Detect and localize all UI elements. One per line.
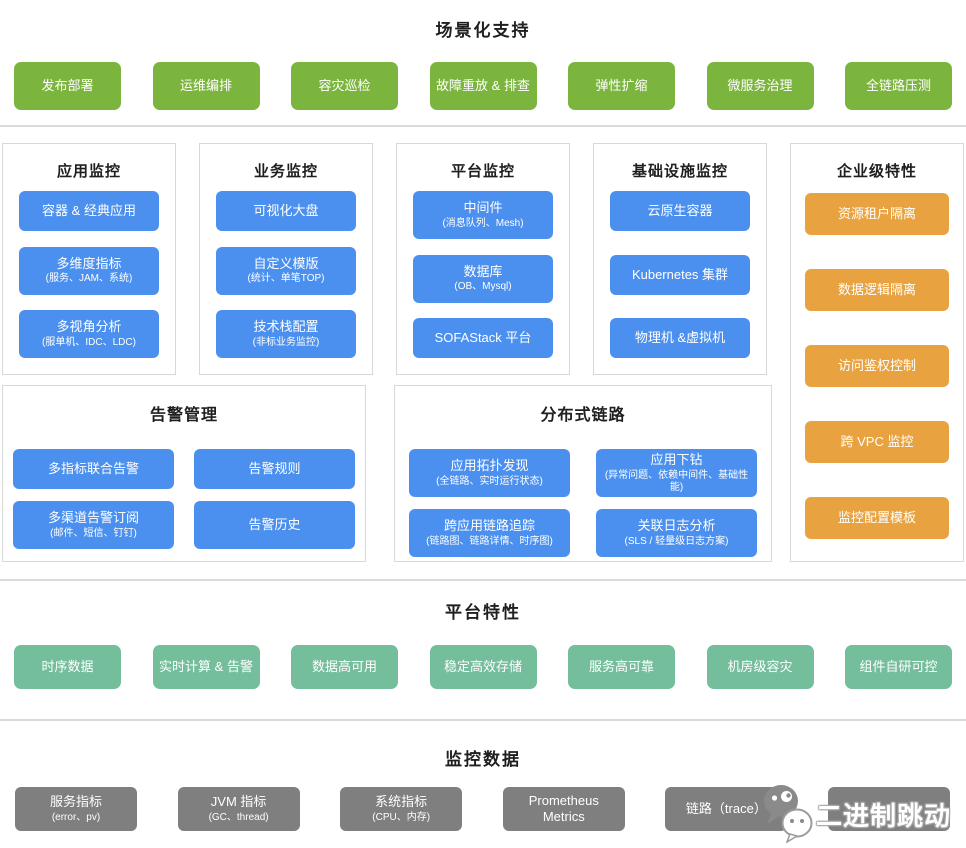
panel-title: 企业级特性 — [836, 163, 917, 180]
wechat-icon — [760, 781, 818, 848]
infra-monitoring-panel: 基础设施监控 云原生容器 Kubernetes 集群 物理机 &虚拟机 — [593, 143, 767, 375]
panel-body: 云原生容器 Kubernetes 集群 物理机 &虚拟机 — [610, 191, 750, 358]
monitor-node: 数据库(OB、Mysql) — [413, 254, 553, 303]
data-node: JVM 指标(GC、thread) — [177, 787, 300, 831]
enterprise-node: 资源租户隔离 — [805, 193, 949, 235]
enterprise-node: 访问鉴权控制 — [805, 345, 949, 387]
monitor-node: Kubernetes 集群 — [610, 254, 750, 295]
divider — [0, 579, 966, 581]
data-row: 服务指标(error、pv) JVM 指标(GC、thread) 系统指标(CP… — [15, 787, 950, 831]
panel-body: 中间件(消息队列、Mesh) 数据库(OB、Mysql) SOFAStack 平… — [413, 191, 553, 358]
alert-node: 多指标联合告警 — [13, 449, 174, 489]
platform-node: 时序数据 — [14, 645, 121, 689]
panel-title: 分布式链路 — [540, 407, 626, 424]
panel-body: 容器 & 经典应用 多维度指标(服务、JAM、系统) 多视角分析(服单机、IDC… — [19, 191, 159, 358]
panel-title: 应用监控 — [56, 163, 121, 180]
alert-node: 多渠道告警订阅(邮件、短信、钉钉) — [13, 501, 174, 549]
scenario-node: 容灾巡检 — [291, 62, 398, 110]
monitor-node: 物理机 &虚拟机 — [610, 318, 750, 358]
scenario-section-title: 场景化支持 — [435, 21, 531, 40]
monitor-node: 自定义模版(统计、单笔TOP) — [216, 246, 356, 295]
monitor-node: 中间件(消息队列、Mesh) — [413, 191, 553, 239]
data-node: 服务指标(error、pv) — [15, 787, 137, 831]
trace-node: 关联日志分析(SLS / 轻量级日志方案) — [596, 509, 757, 557]
enterprise-node: 跨 VPC 监控 — [805, 421, 949, 463]
divider — [0, 719, 966, 721]
scenario-node: 全链路压测 — [845, 62, 952, 110]
scenario-node: 发布部署 — [14, 62, 121, 110]
panel-title: 平台监控 — [450, 163, 515, 180]
alert-management-panel: 告警管理 多指标联合告警 告警规则 多渠道告警订阅(邮件、短信、钉钉) 告警历史 — [2, 385, 366, 562]
data-section-title: 监控数据 — [445, 750, 521, 769]
data-node: 系统指标(CPU、内存) — [340, 787, 463, 831]
alert-node: 告警历史 — [194, 501, 355, 549]
monitor-node: SOFAStack 平台 — [413, 318, 553, 358]
scenario-node: 弹性扩缩 — [568, 62, 675, 110]
monitor-node: 技术栈配置(非标业务监控) — [216, 310, 356, 358]
panel-title: 告警管理 — [149, 407, 218, 424]
monitor-node: 云原生容器 — [610, 191, 750, 231]
data-node — [827, 787, 950, 831]
panel-body: 多指标联合告警 告警规则 多渠道告警订阅(邮件、短信、钉钉) 告警历史 — [3, 449, 365, 549]
monitor-node: 可视化大盘 — [216, 191, 356, 231]
scenario-node: 故障重放 & 排查 — [429, 62, 537, 110]
enterprise-features-panel: 企业级特性 资源租户隔离 数据逻辑隔离 访问鉴权控制 跨 VPC 监控 监控配置… — [790, 143, 964, 562]
platform-monitoring-panel: 平台监控 中间件(消息队列、Mesh) 数据库(OB、Mysql) SOFASt… — [396, 143, 570, 375]
divider — [0, 125, 966, 127]
platform-node: 实时计算 & 告警 — [152, 645, 260, 689]
scenario-node: 运维编排 — [152, 62, 260, 110]
panel-title: 基础设施监控 — [631, 163, 728, 180]
enterprise-node: 数据逻辑隔离 — [805, 269, 949, 311]
monitor-node: 容器 & 经典应用 — [19, 191, 159, 231]
platform-node: 组件自研可控 — [845, 645, 952, 689]
platform-section-title: 平台特性 — [445, 603, 521, 622]
panel-title: 业务监控 — [253, 163, 318, 180]
trace-node: 跨应用链路追踪(链路图、链路详情、时序图) — [409, 509, 570, 557]
scenario-node: 微服务治理 — [706, 62, 814, 110]
alert-node: 告警规则 — [194, 449, 355, 489]
platform-node: 数据高可用 — [291, 645, 398, 689]
trace-node: 应用拓扑发现(全链路、实时运行状态) — [409, 449, 570, 497]
scenario-row: 发布部署 运维编排 容灾巡检 故障重放 & 排查 弹性扩缩 微服务治理 全链路压… — [14, 62, 952, 110]
enterprise-node: 监控配置模板 — [805, 497, 949, 539]
distributed-tracing-panel: 分布式链路 应用拓扑发现(全链路、实时运行状态) 应用下钻(异常问题、依赖中间件… — [394, 385, 772, 562]
trace-node: 应用下钻(异常问题、依赖中间件、基础性能) — [596, 449, 757, 497]
monitor-node: 多视角分析(服单机、IDC、LDC) — [19, 310, 159, 358]
app-monitoring-panel: 应用监控 容器 & 经典应用 多维度指标(服务、JAM、系统) 多视角分析(服单… — [2, 143, 176, 375]
platform-node: 稳定高效存储 — [429, 645, 537, 689]
watermark-text: 二进制跳动 — [816, 801, 952, 831]
platform-node: 服务高可靠 — [568, 645, 675, 689]
panel-body: 可视化大盘 自定义模版(统计、单笔TOP) 技术栈配置(非标业务监控) — [216, 191, 356, 358]
panel-body: 资源租户隔离 数据逻辑隔离 访问鉴权控制 跨 VPC 监控 监控配置模板 — [805, 193, 949, 539]
data-node: Prometheus Metrics — [502, 787, 625, 831]
platform-node: 机房级容灾 — [706, 645, 814, 689]
platform-row: 时序数据 实时计算 & 告警 数据高可用 稳定高效存储 服务高可靠 机房级容灾 … — [14, 645, 952, 689]
monitor-node: 多维度指标(服务、JAM、系统) — [19, 246, 159, 295]
panel-body: 应用拓扑发现(全链路、实时运行状态) 应用下钻(异常问题、依赖中间件、基础性能)… — [395, 449, 771, 557]
business-monitoring-panel: 业务监控 可视化大盘 自定义模版(统计、单笔TOP) 技术栈配置(非标业务监控) — [199, 143, 373, 375]
